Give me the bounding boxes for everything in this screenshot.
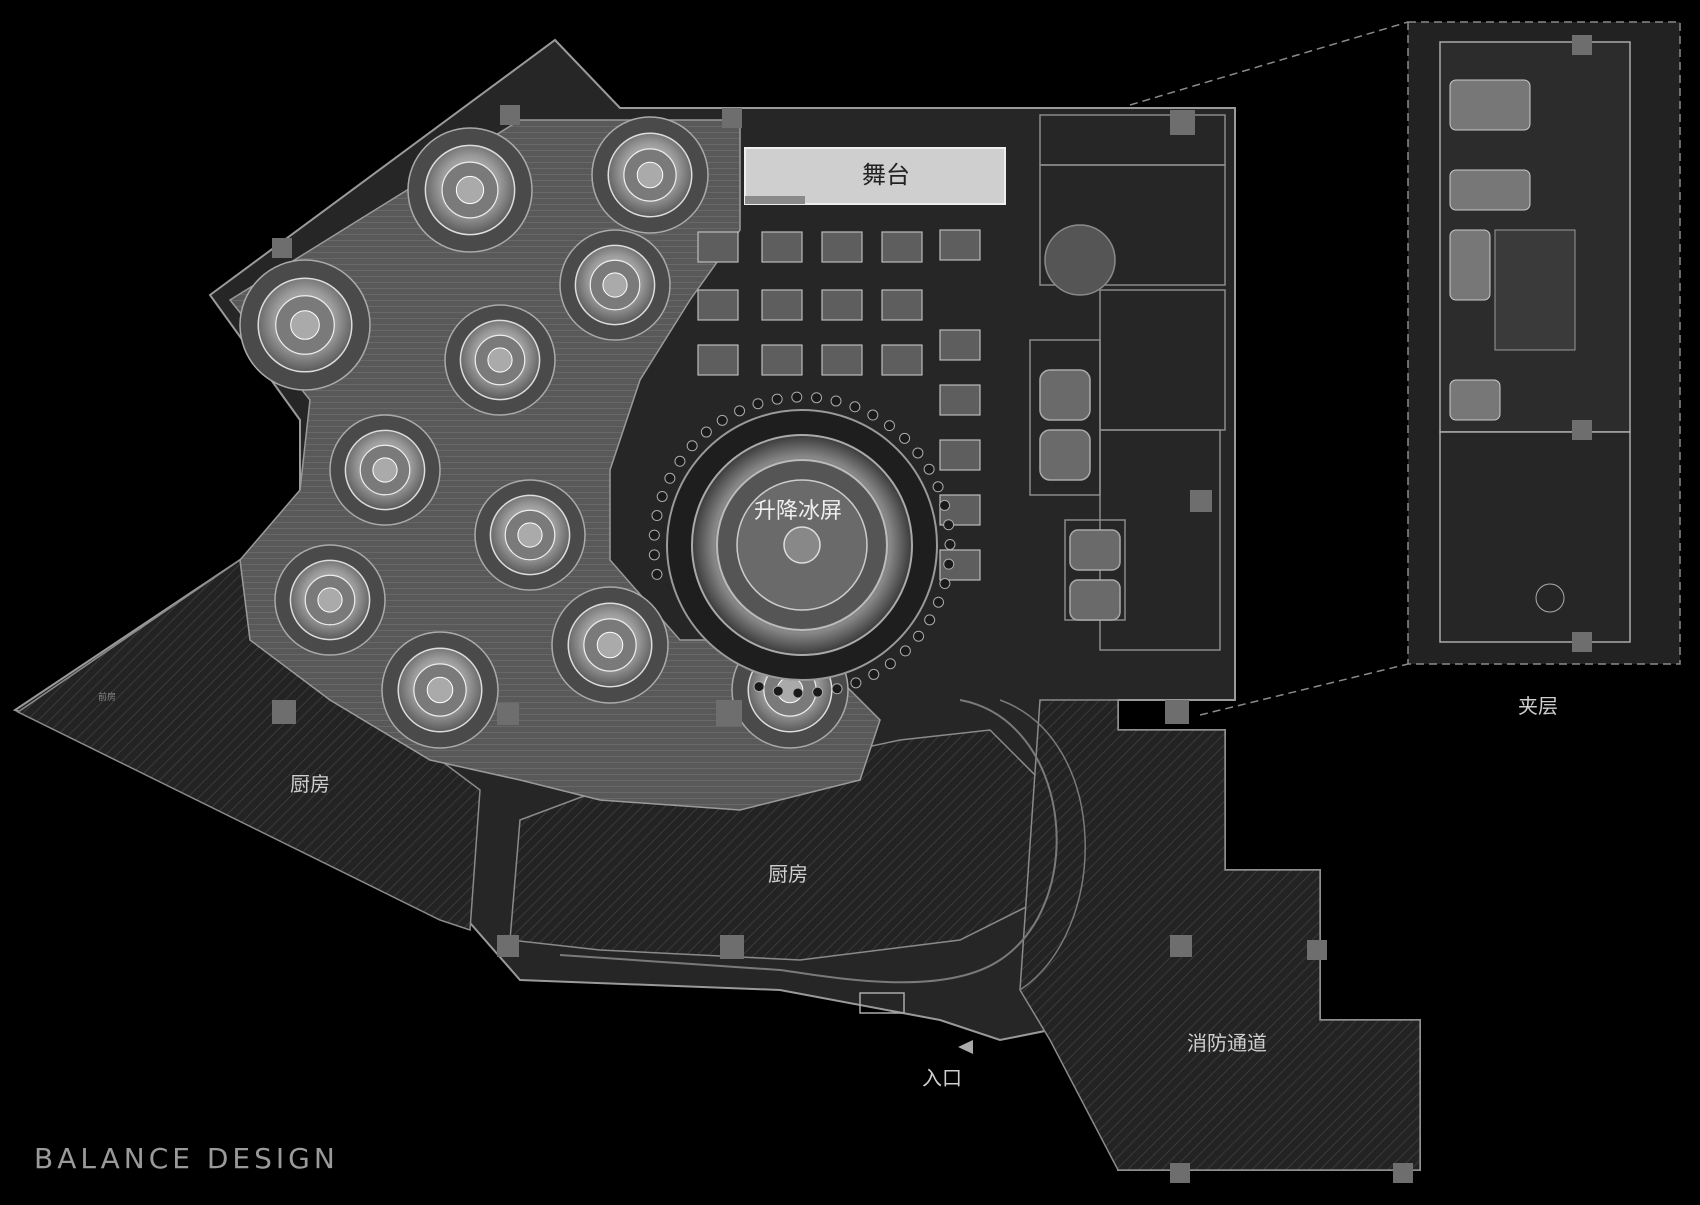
bar-stool	[656, 490, 668, 502]
booth-10	[551, 586, 669, 704]
bar-stool	[792, 687, 804, 699]
booth-9	[381, 631, 499, 749]
mezzanine-plan	[1407, 21, 1681, 665]
bar-stool	[651, 510, 663, 522]
bar-stool	[867, 409, 879, 421]
bar-stool	[943, 558, 955, 570]
columns	[272, 105, 1413, 1183]
dining-table-16	[939, 439, 981, 471]
bar-stool	[716, 414, 728, 426]
bar-stool	[932, 596, 944, 608]
dining-table-6	[761, 289, 803, 321]
bar-stool	[752, 398, 764, 410]
bar-stool	[651, 568, 663, 580]
bar-stool	[772, 685, 784, 697]
bar-stool	[884, 658, 896, 670]
bar-stool	[700, 426, 712, 438]
bar-stool	[939, 499, 951, 511]
bar-stool	[923, 463, 935, 475]
bar-stool	[944, 538, 956, 550]
booth-1	[591, 116, 709, 234]
mezzanine-label: 夹层	[1518, 694, 1558, 718]
dining-table-3	[821, 231, 863, 263]
bar-stool	[899, 645, 911, 657]
bar-stool	[791, 391, 803, 403]
bar-stool	[924, 614, 936, 626]
bar-stool	[686, 440, 698, 452]
bar-stool	[753, 681, 765, 693]
booth-7	[474, 479, 586, 591]
booth-3	[239, 259, 371, 391]
fire-passage-area	[1019, 699, 1421, 1171]
bar-stool	[850, 677, 862, 689]
stage-block	[744, 147, 1006, 205]
booth-6	[329, 414, 441, 526]
dining-table-12	[881, 344, 923, 376]
bar-stool	[912, 447, 924, 459]
dining-table-7	[821, 289, 863, 321]
bar-stool	[734, 405, 746, 417]
kitchen-south-label: 厨房	[768, 862, 808, 886]
dining-table-5	[697, 289, 739, 321]
entrance-label: 入口	[922, 1066, 962, 1090]
bar-stool	[932, 481, 944, 493]
dining-table-9	[697, 344, 739, 376]
bar-stool	[943, 519, 955, 531]
ice-screen-label: 升降冰屏	[754, 499, 843, 524]
bar-stool	[899, 432, 911, 444]
booth-5	[444, 304, 556, 416]
stage-label: 舞台	[862, 161, 910, 189]
bar-stool	[664, 472, 676, 484]
booth-4	[559, 229, 671, 341]
bar-stool	[812, 686, 824, 698]
dining-table-13	[939, 229, 981, 261]
bar-stool	[849, 401, 861, 413]
booth-2	[407, 127, 533, 253]
dining-table-1	[697, 231, 739, 263]
dining-table-14	[939, 329, 981, 361]
entrance-arrow	[958, 1040, 973, 1054]
bar-stool	[648, 549, 660, 561]
fire-passage-label: 消防通道	[1187, 1031, 1267, 1055]
entrance-corridor	[559, 699, 1058, 984]
bar-stool	[830, 395, 842, 407]
bar-stool	[771, 393, 783, 405]
booth-circles	[239, 116, 849, 749]
bar-stool	[674, 455, 686, 467]
bar-stool	[939, 578, 951, 590]
dining-table-2	[761, 231, 803, 263]
kitchen-west-label: 厨房	[290, 772, 330, 796]
side-booths	[1039, 369, 1121, 621]
ice-screen	[666, 409, 938, 681]
bar-stool	[868, 668, 880, 680]
dining-table-15	[939, 384, 981, 416]
bar-stool	[883, 420, 895, 432]
small-note-label: 前房	[98, 693, 117, 703]
bar-stool	[811, 392, 823, 404]
bar-stool	[913, 630, 925, 642]
booth-deck	[228, 119, 881, 811]
bar-stool	[648, 529, 660, 541]
dining-table-8	[881, 289, 923, 321]
dining-table-4	[881, 231, 923, 263]
booth-8	[274, 544, 386, 656]
brand-logo-text: BALANCE DESIGN	[34, 1142, 339, 1175]
dining-table-10	[761, 344, 803, 376]
dining-table-11	[821, 344, 863, 376]
bar-stool	[831, 683, 843, 695]
